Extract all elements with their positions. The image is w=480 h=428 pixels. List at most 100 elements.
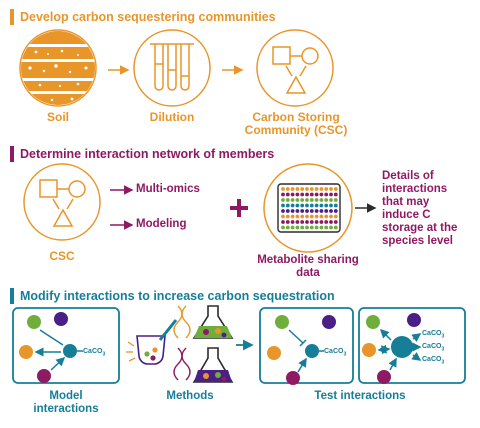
orange-microbe [19,345,33,359]
plate-well [305,220,309,224]
orange-microbe [267,346,281,360]
section1-title: Develop carbon sequestering communities [10,9,276,25]
plate-well [324,214,329,219]
details-line: species level [382,235,453,247]
section3-title: Modify interactions to increase carbon s… [10,288,335,304]
plate-well [329,209,333,213]
plate-well [300,198,305,202]
plate-well [329,214,333,219]
central-microbe [391,336,413,358]
plus-icon [230,199,248,217]
model-label-line: Model [49,390,83,402]
plate-well [314,192,319,197]
plate-well [300,192,305,197]
plate-well [295,214,300,219]
test-tubes-icon [133,29,211,107]
plate-well [333,209,338,213]
plate-well [329,225,333,230]
plate-well [314,220,319,224]
soil-icon [19,29,97,107]
plate-well [300,187,305,191]
plate-well [290,220,295,224]
plate-well [324,187,329,191]
details-line: interactions [382,183,448,195]
details-line: storage at the [382,222,458,234]
plate-well [324,192,329,197]
plate-well [333,225,338,230]
plate-well [305,198,309,202]
plate-well [305,203,309,208]
plate-well [281,209,285,213]
csc-short-label: CSC [49,249,75,263]
plate-well [309,209,314,213]
plate-well [300,220,305,224]
interaction-arrow [297,357,307,373]
plate-well [295,192,300,197]
plate-well [300,203,305,208]
plate-well [324,198,329,202]
plate-well [305,214,309,219]
violet-microbe [407,313,421,327]
plate-well [285,187,290,191]
plate-well [329,220,333,224]
plate-well [281,203,285,208]
plate-well [290,225,295,230]
plate-well [319,198,324,202]
plate-well [333,192,338,197]
plate-well [290,187,295,191]
beaker-icon [126,319,178,365]
flask-icon [192,347,234,383]
details-line: Details of [382,170,434,182]
plate-well [285,225,290,230]
plate-well [314,198,319,202]
optimized-interactions-panel [358,307,466,384]
plate-well [285,209,290,213]
interaction-line [288,329,304,344]
plate-well [300,225,305,230]
model-label-line: interactions [33,403,99,415]
details-text: Details of interactions that may induce … [382,170,457,248]
details-line: that may [382,196,430,208]
plate-well [309,203,314,208]
methods-label: Methods [166,390,214,402]
metabolite-plate-icon [263,163,353,253]
interaction-arrow [379,328,392,341]
dna-icon [173,305,191,381]
plate-well [319,214,324,219]
interaction-arrow [50,356,66,371]
plate-well [281,214,285,219]
violet-microbe [322,315,336,329]
plate-well [285,192,290,197]
methods-icons [126,305,234,383]
plate-well [319,220,324,224]
plate-well [281,225,285,230]
plate-well [281,187,285,191]
plate-well [290,214,295,219]
plate-well [324,225,329,230]
caco3-label: CaCO3 [83,348,106,358]
plate-well [285,203,290,208]
plate-well [285,214,290,219]
csc-label-line: Community (CSC) [244,123,348,137]
plate-well [305,187,309,191]
plate-well [329,203,333,208]
green-microbe [27,315,41,329]
plate-well [333,220,338,224]
metabolite-label: Metabolite sharing data [255,254,361,280]
plate-well [290,209,295,213]
metabolite-label-line: data [296,267,320,279]
plate-well [285,198,290,202]
central-microbe [63,344,77,358]
plate-well [281,220,285,224]
plate-well [309,220,314,224]
section2-title: Determine interaction network of members [10,146,274,162]
plate-well [319,225,324,230]
plate-well [324,220,329,224]
plate-well [305,225,309,230]
caco3-label: CaCO3 [422,330,445,340]
magenta-microbe [377,370,391,384]
plate-well [305,192,309,197]
test-interactions-label: Test interactions [314,390,406,402]
csc-label: Carbon Storing Community (CSC) [240,111,352,137]
caco3-label: CaCO3 [422,356,445,366]
